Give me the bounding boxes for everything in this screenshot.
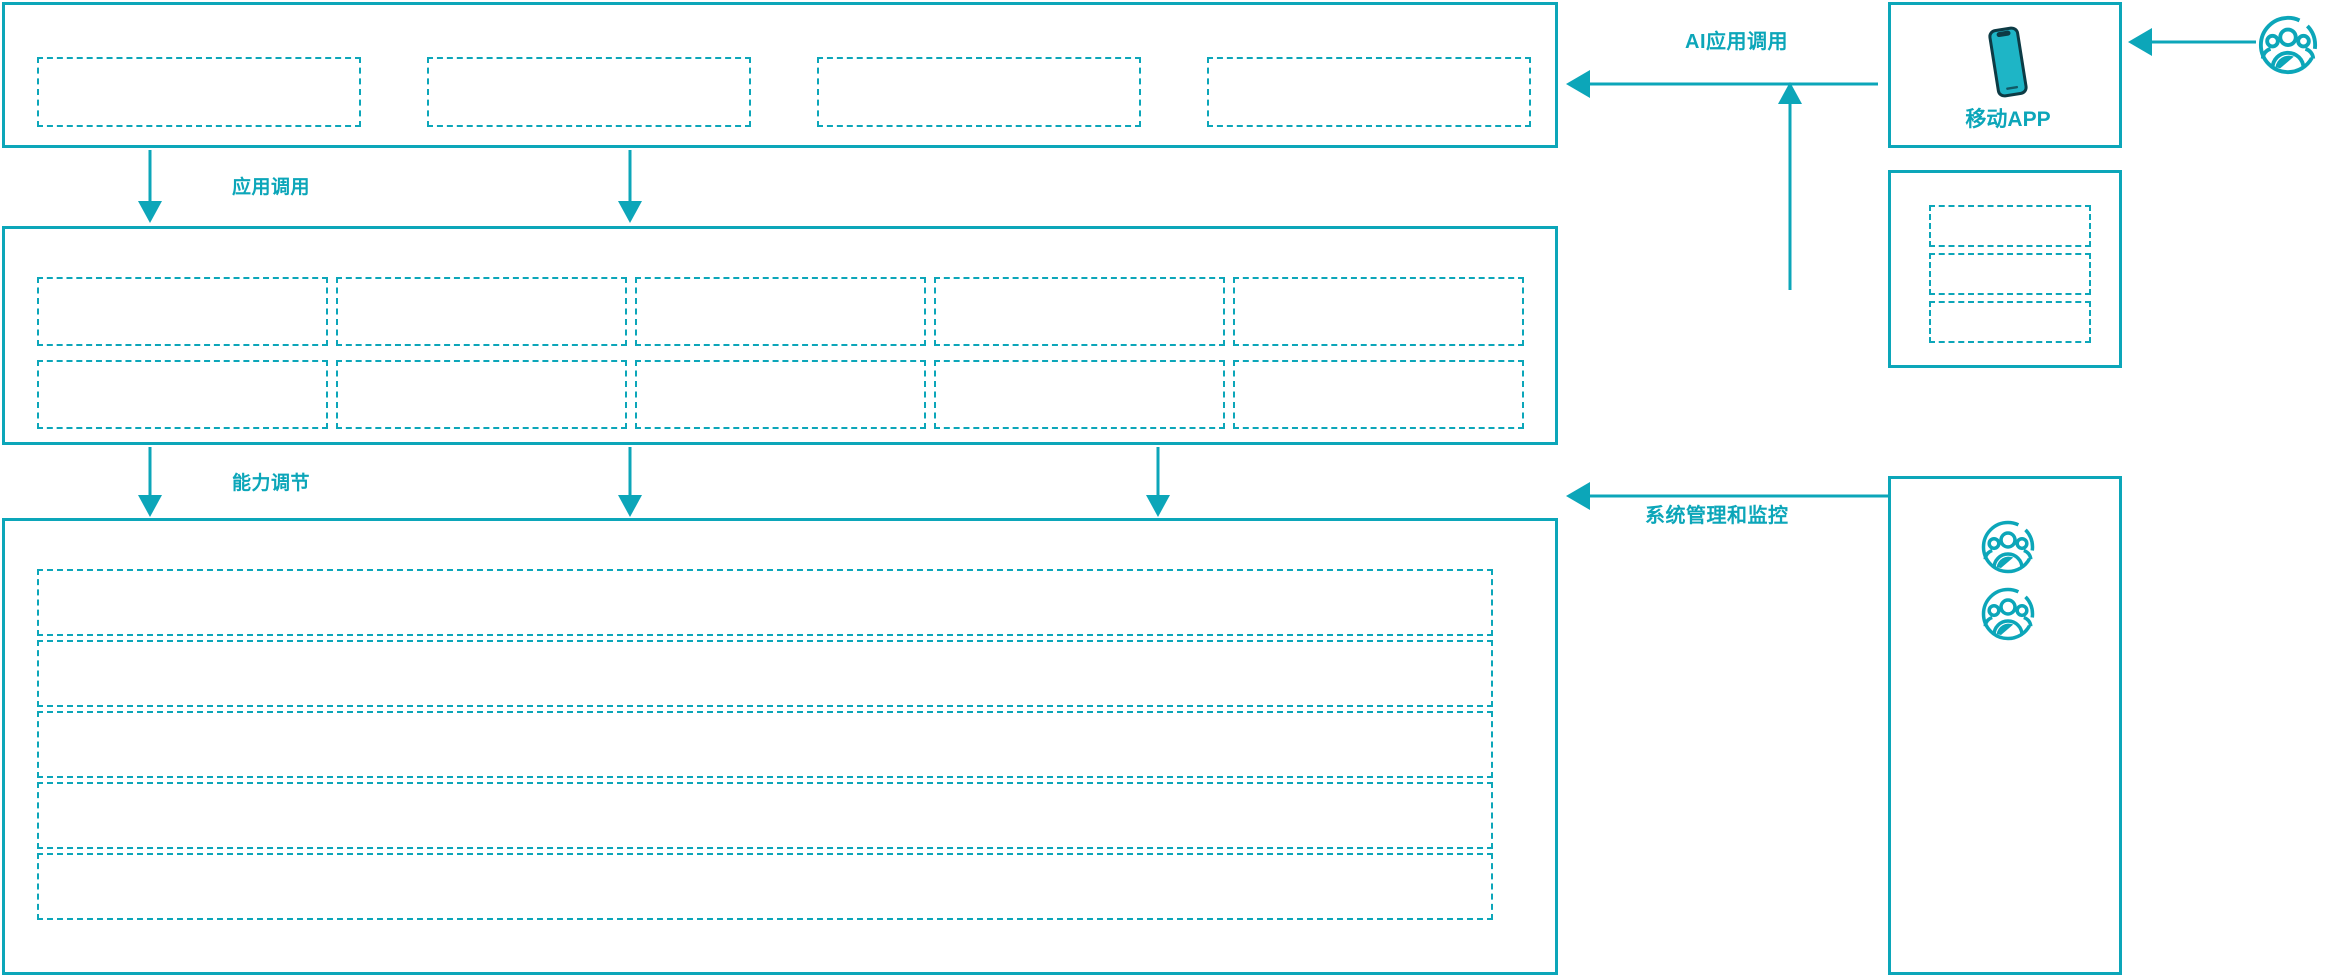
- capability-cell-r2c5[interactable]: [1233, 360, 1524, 429]
- users-card: [1888, 476, 2122, 975]
- system-admin-monitor-arrow: [1566, 482, 1888, 510]
- secondary-card: [1888, 170, 2122, 368]
- platform-layer-panel: [2, 518, 1558, 975]
- platform-row-5[interactable]: [37, 853, 1493, 920]
- secondary-card-cell-third[interactable]: [1929, 301, 2091, 343]
- capability-cell-r1c4[interactable]: [934, 277, 1225, 346]
- application-layer-panel: [2, 2, 1558, 148]
- ai-app-invoke-label: AI应用调用: [1685, 31, 1788, 53]
- user-group-icon-2: [1980, 586, 2036, 642]
- secondary-card-cell-second[interactable]: [1929, 253, 2091, 295]
- capability-adjust-arrow-group: [138, 447, 1170, 517]
- platform-row-3[interactable]: [37, 711, 1493, 778]
- application-layer-cell-1[interactable]: [37, 57, 361, 127]
- ai-app-invoke-arrow: [1566, 70, 1878, 290]
- app-invoke-label: 应用调用: [232, 177, 311, 198]
- application-layer-cell-2[interactable]: [427, 57, 751, 127]
- secondary-card-cell-1[interactable]: [1929, 205, 2091, 247]
- mobile-phone-icon: [1972, 23, 2044, 101]
- external-actor-arrow: [2128, 28, 2256, 56]
- capability-cell-r1c3[interactable]: [635, 277, 926, 346]
- capability-layer-panel: [2, 226, 1558, 445]
- capability-cell-r1c2[interactable]: [336, 277, 627, 346]
- application-layer-cell-4[interactable]: [1207, 57, 1531, 127]
- capability-cell-r1c5[interactable]: [1233, 277, 1524, 346]
- capability-cell-r2c3[interactable]: [635, 360, 926, 429]
- application-layer-cell-3[interactable]: [817, 57, 1141, 127]
- user-group-icon-1: [1980, 519, 2036, 575]
- capability-cell-r2c2[interactable]: [336, 360, 627, 429]
- capability-cell-r2c1[interactable]: [37, 360, 328, 429]
- external-actor-user-group-icon: [2257, 14, 2319, 76]
- platform-row-4[interactable]: [37, 782, 1493, 849]
- capability-cell-r1c1[interactable]: [37, 277, 328, 346]
- app-invoke-arrow-group: [138, 150, 642, 223]
- capability-adjust-label: 能力调节: [232, 473, 311, 494]
- mobile-app-card-label: 移动APP: [1965, 108, 2051, 131]
- system-admin-monitor-label: 系统管理和监控: [1645, 505, 1789, 527]
- mobile-app-card[interactable]: 移动APP: [1888, 2, 2122, 148]
- platform-row-1[interactable]: [37, 569, 1493, 636]
- platform-row-2[interactable]: [37, 640, 1493, 707]
- capability-cell-r2c4[interactable]: [934, 360, 1225, 429]
